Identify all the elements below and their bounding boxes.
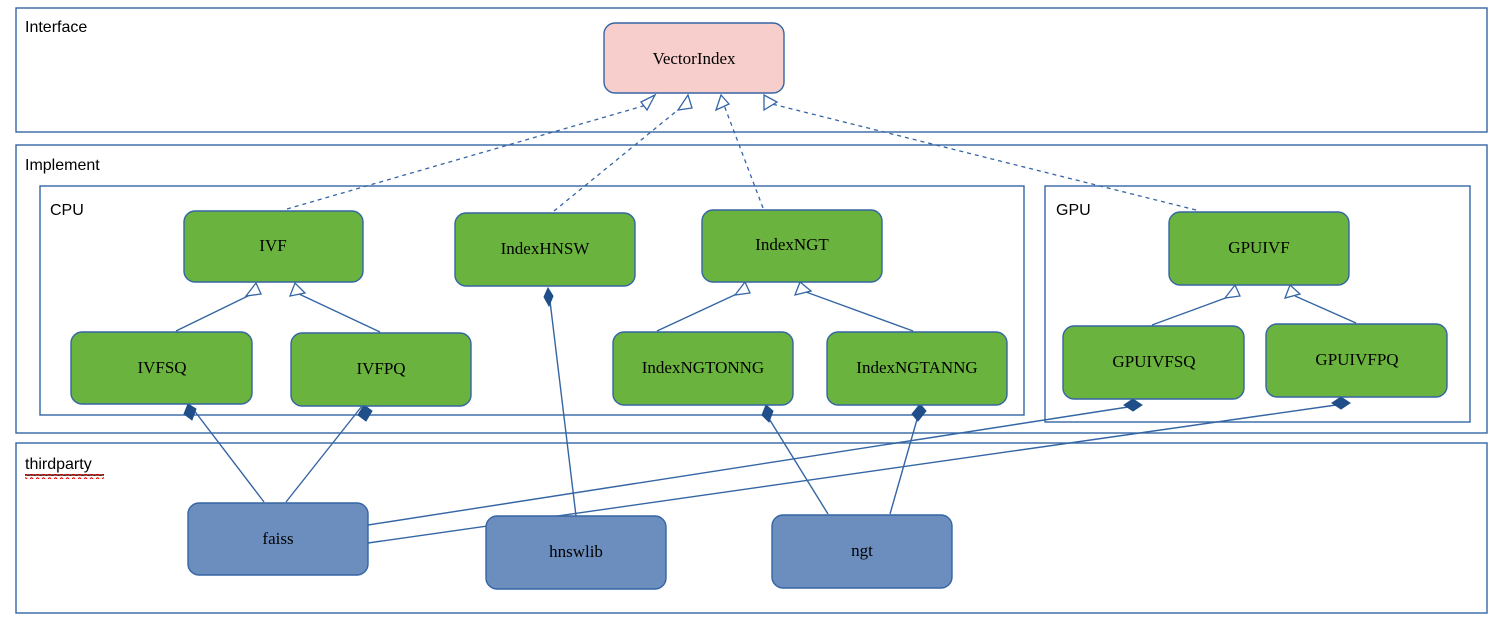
edge-group-generalizations xyxy=(175,291,1357,333)
filled-diamond-icon xyxy=(183,403,197,421)
hollow-triangle-icon xyxy=(733,280,751,296)
group-labels: Interface Implement CPU GPU thirdparty xyxy=(25,19,1091,479)
marker-group-generalization-heads xyxy=(244,280,1302,299)
marker-group-composition-diamonds xyxy=(183,286,1351,423)
node-ivfpq-box[interactable] xyxy=(290,332,472,407)
edge-ngt-indexngtanng xyxy=(889,415,919,515)
filled-diamond-icon xyxy=(1123,398,1143,412)
node-gpuivfsq-box[interactable] xyxy=(1062,325,1245,400)
hollow-triangle-icon xyxy=(288,281,307,297)
group-label-implement: Implement xyxy=(25,157,100,174)
group-label-interface: Interface xyxy=(25,19,87,36)
edge-ivf-vectorindex xyxy=(286,103,651,210)
node-hnswlib[interactable]: hnswlib xyxy=(485,515,667,590)
node-gpuivf-label: GPUIVF xyxy=(1228,238,1289,257)
node-ivfpq[interactable]: IVFPQ xyxy=(290,332,472,407)
node-indexngtanng-label: IndexNGTANNG xyxy=(856,358,977,377)
node-ivf-box[interactable] xyxy=(183,210,364,283)
edge-gpuivfsq-gpuivf xyxy=(1151,295,1232,326)
node-indexngtonng-box[interactable] xyxy=(612,331,794,406)
node-faiss-box[interactable] xyxy=(187,502,369,576)
node-gpuivfsq[interactable]: GPUIVFSQ xyxy=(1062,325,1245,400)
edge-hnswlib-indexhnsw xyxy=(549,300,577,517)
node-gpuivfpq-label: GPUIVFPQ xyxy=(1315,350,1398,369)
node-vectorindex[interactable]: VectorIndex xyxy=(603,22,785,94)
filled-diamond-icon xyxy=(1331,396,1351,410)
node-indexngt[interactable]: IndexNGT xyxy=(701,209,883,283)
node-vectorindex-box[interactable] xyxy=(603,22,785,94)
hollow-triangle-icon xyxy=(676,93,693,111)
node-ivfsq-label: IVFSQ xyxy=(137,358,186,377)
edge-indexngtonng-indexngt xyxy=(656,291,742,332)
edge-gpuivf-vectorindex xyxy=(771,103,1197,211)
hollow-triangle-icon xyxy=(714,93,731,112)
node-ivf-label: IVF xyxy=(259,236,286,255)
marker-group-realization-heads xyxy=(640,93,779,112)
edge-faiss-ivfpq xyxy=(285,405,363,503)
hollow-triangle-icon xyxy=(640,93,657,112)
filled-diamond-icon xyxy=(761,404,774,423)
node-indexhnsw-box[interactable] xyxy=(454,212,636,287)
hollow-triangle-icon xyxy=(1223,283,1241,299)
thirdparty-spellcheck-squiggle xyxy=(25,474,104,479)
edge-indexngtanng-indexngt xyxy=(805,291,914,332)
hollow-triangle-icon xyxy=(763,93,779,112)
node-hnswlib-label: hnswlib xyxy=(549,542,603,561)
node-faiss[interactable]: faiss xyxy=(187,502,369,576)
node-indexngt-label: IndexNGT xyxy=(755,235,829,254)
node-ivf[interactable]: IVF xyxy=(183,210,364,283)
node-indexngtanng-box[interactable] xyxy=(826,331,1008,406)
edge-gpuivfpq-gpuivf xyxy=(1294,295,1357,324)
node-ivfpq-label: IVFPQ xyxy=(356,359,405,378)
node-indexhnsw-label: IndexHNSW xyxy=(501,239,591,258)
node-ngt-label: ngt xyxy=(851,541,873,560)
node-ngt-box[interactable] xyxy=(771,514,953,589)
edge-ngt-indexngtonng xyxy=(767,416,829,515)
node-gpuivfsq-label: GPUIVFSQ xyxy=(1112,352,1195,371)
node-faiss-label: faiss xyxy=(262,529,293,548)
node-gpuivfpq[interactable]: GPUIVFPQ xyxy=(1265,323,1448,398)
edge-indexhnsw-vectorindex xyxy=(553,104,685,212)
node-indexngt-box[interactable] xyxy=(701,209,883,283)
edge-group-realizations xyxy=(286,103,1197,212)
node-ivfsq-box[interactable] xyxy=(70,331,253,405)
edge-faiss-gpuivfsq xyxy=(367,406,1129,526)
hollow-triangle-icon xyxy=(244,281,262,297)
edge-ivfpq-ivf xyxy=(298,293,381,333)
group-label-thirdparty: thirdparty xyxy=(25,456,92,473)
edge-indexngt-vectorindex xyxy=(723,104,764,209)
filled-diamond-icon xyxy=(357,404,373,422)
node-gpuivf[interactable]: GPUIVF xyxy=(1168,211,1350,286)
node-ivfsq[interactable]: IVFSQ xyxy=(70,331,253,405)
filled-diamond-icon xyxy=(911,403,927,422)
node-ngt[interactable]: ngt xyxy=(771,514,953,589)
node-indexhnsw[interactable]: IndexHNSW xyxy=(454,212,636,287)
node-indexngtonng-label: IndexNGTONNG xyxy=(642,358,764,377)
node-indexngtonng[interactable]: IndexNGTONNG xyxy=(612,331,794,406)
node-hnswlib-box[interactable] xyxy=(485,515,667,590)
node-vectorindex-label: VectorIndex xyxy=(652,49,736,68)
node-gpuivf-box[interactable] xyxy=(1168,211,1350,286)
node-indexngtanng[interactable]: IndexNGTANNG xyxy=(826,331,1008,406)
edge-faiss-ivfsq xyxy=(189,404,265,503)
filled-diamond-icon xyxy=(543,286,554,308)
node-gpuivfpq-box[interactable] xyxy=(1265,323,1448,398)
edge-ivfsq-ivf xyxy=(175,293,253,332)
hollow-triangle-icon xyxy=(793,280,813,296)
group-label-gpu: GPU xyxy=(1056,202,1091,219)
hollow-triangle-icon xyxy=(1283,283,1302,299)
group-label-cpu: CPU xyxy=(50,202,84,219)
